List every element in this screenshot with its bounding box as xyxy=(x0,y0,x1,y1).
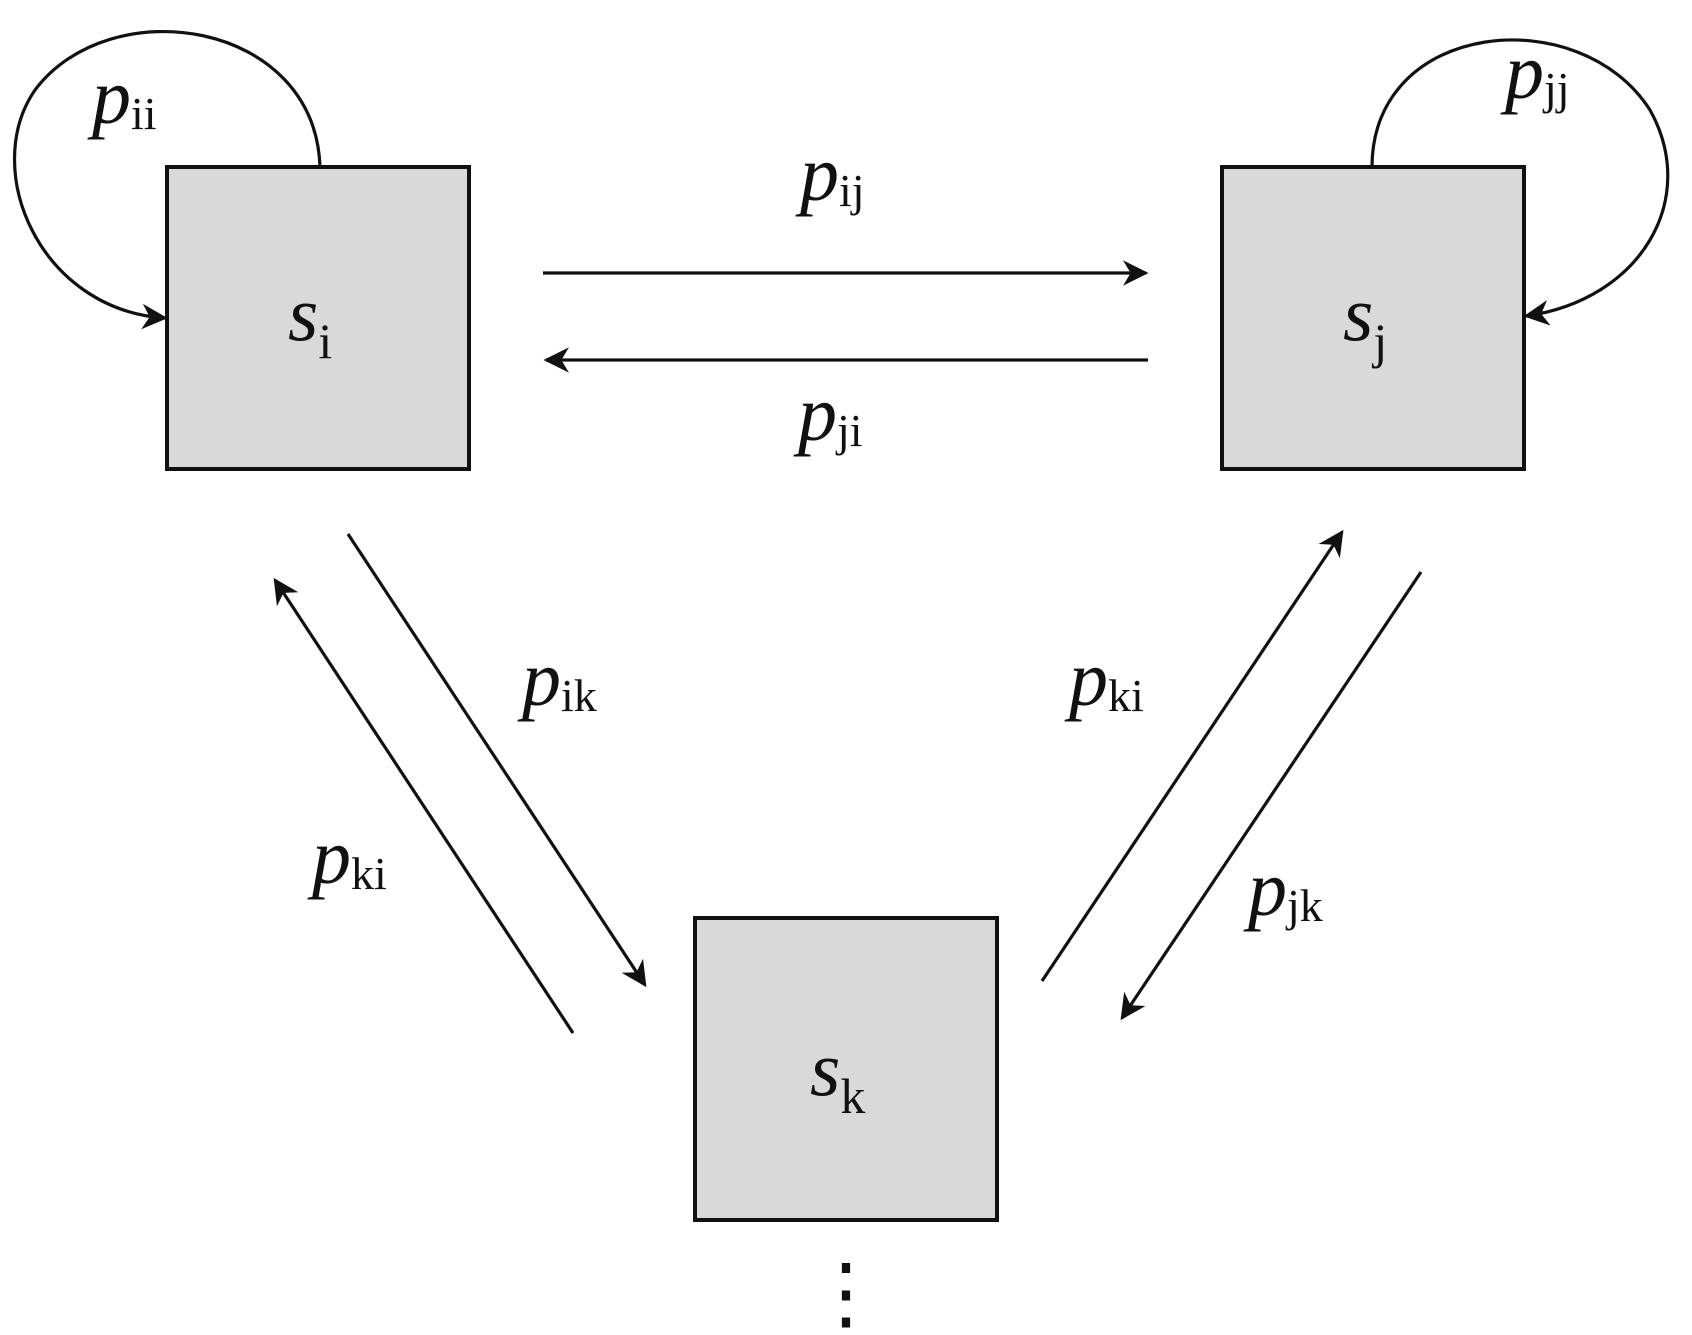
label-p-ki-left: pki xyxy=(307,813,387,900)
self-loop-ii xyxy=(12,30,322,330)
label-p-ki-right: pki xyxy=(1064,635,1144,722)
label-p-jj: pjj xyxy=(1500,28,1570,115)
continuation-ellipsis: ⋮ xyxy=(806,1250,886,1335)
label-p-jk: pjk xyxy=(1243,845,1323,932)
arrow-ik xyxy=(346,533,647,988)
state-sj-box xyxy=(1220,165,1526,471)
arrow-ki-left xyxy=(273,577,575,1034)
label-p-ij: pij xyxy=(795,130,865,217)
label-p-ii: pii xyxy=(87,53,157,140)
state-sk-label: sk xyxy=(810,1025,865,1124)
state-si-box xyxy=(165,165,471,471)
label-p-ji: pji xyxy=(793,370,863,457)
self-loop-jj xyxy=(1370,38,1670,326)
arrow-ki-right xyxy=(1040,529,1344,982)
state-sj-label: sj xyxy=(1343,270,1387,369)
state-sk-box xyxy=(693,916,999,1222)
arrow-jk xyxy=(1120,571,1423,1021)
label-p-ik: pik xyxy=(517,635,597,722)
state-si-label: si xyxy=(288,270,332,369)
